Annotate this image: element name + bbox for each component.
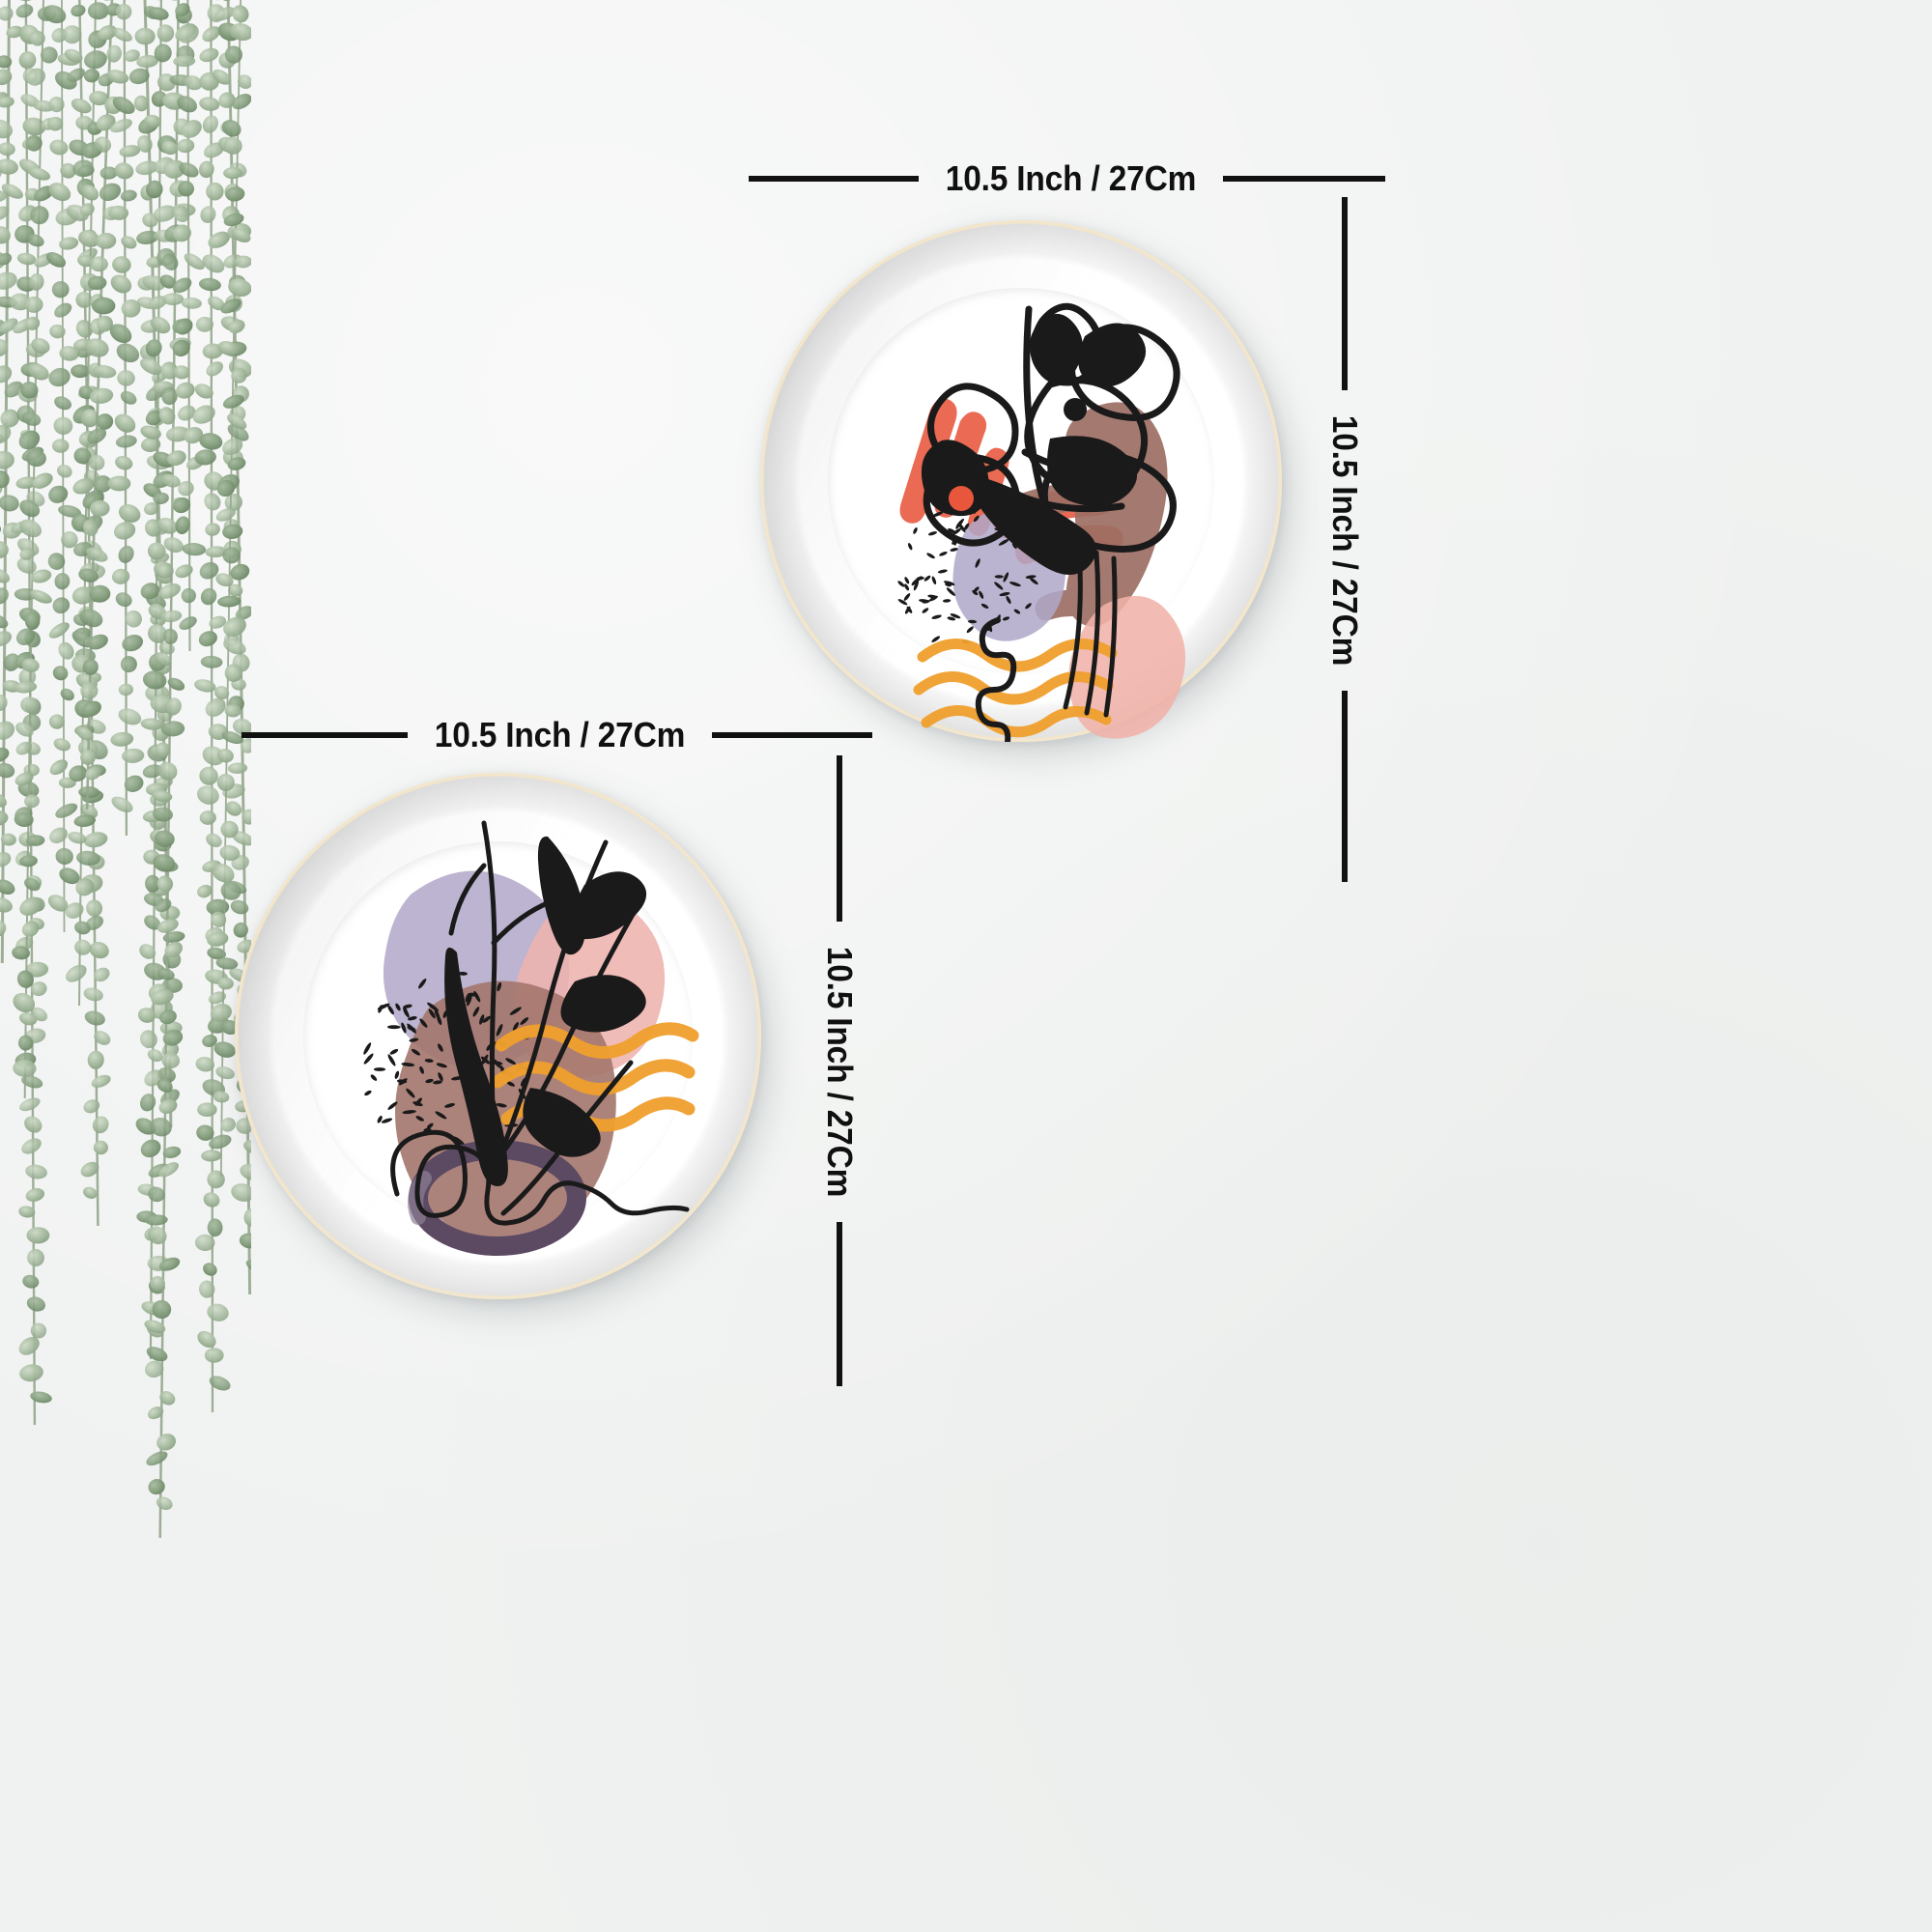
dimension-top-height: 10.5 Inch / 27Cm bbox=[1324, 197, 1365, 975]
dimension-rule-left bbox=[749, 176, 919, 182]
dimension-top-width: 10.5 Inch / 27Cm bbox=[749, 158, 1385, 199]
wall-plate-botanical[interactable] bbox=[235, 773, 761, 1299]
dimension-rule-right bbox=[1222, 176, 1385, 182]
dimension-rule-bottom bbox=[837, 1221, 842, 1386]
dimension-rule-right bbox=[711, 732, 872, 738]
hanging-vine-plant bbox=[0, 0, 251, 1719]
dimension-top-width-label: 10.5 Inch / 27Cm bbox=[945, 158, 1197, 198]
plate-artwork-monstera bbox=[760, 220, 1282, 742]
dimension-rule-top bbox=[1342, 197, 1348, 390]
dimension-rule-top bbox=[837, 755, 842, 922]
dimension-bottom-width-label: 10.5 Inch / 27Cm bbox=[434, 715, 686, 754]
dimension-rule-bottom bbox=[1342, 690, 1348, 882]
dimension-bottom-height: 10.5 Inch / 27Cm bbox=[819, 755, 860, 1432]
dimension-top-height-label: 10.5 Inch / 27Cm bbox=[1325, 414, 1365, 667]
wall-plate-monstera[interactable] bbox=[760, 220, 1282, 742]
plate-artwork-botanical bbox=[235, 773, 761, 1299]
plate-gold-edge bbox=[235, 773, 761, 1299]
dimension-bottom-height-label: 10.5 Inch / 27Cm bbox=[820, 946, 860, 1198]
dimension-rule-left bbox=[242, 732, 408, 738]
plate-gold-edge bbox=[760, 220, 1282, 742]
dimension-bottom-width: 10.5 Inch / 27Cm bbox=[242, 715, 872, 755]
